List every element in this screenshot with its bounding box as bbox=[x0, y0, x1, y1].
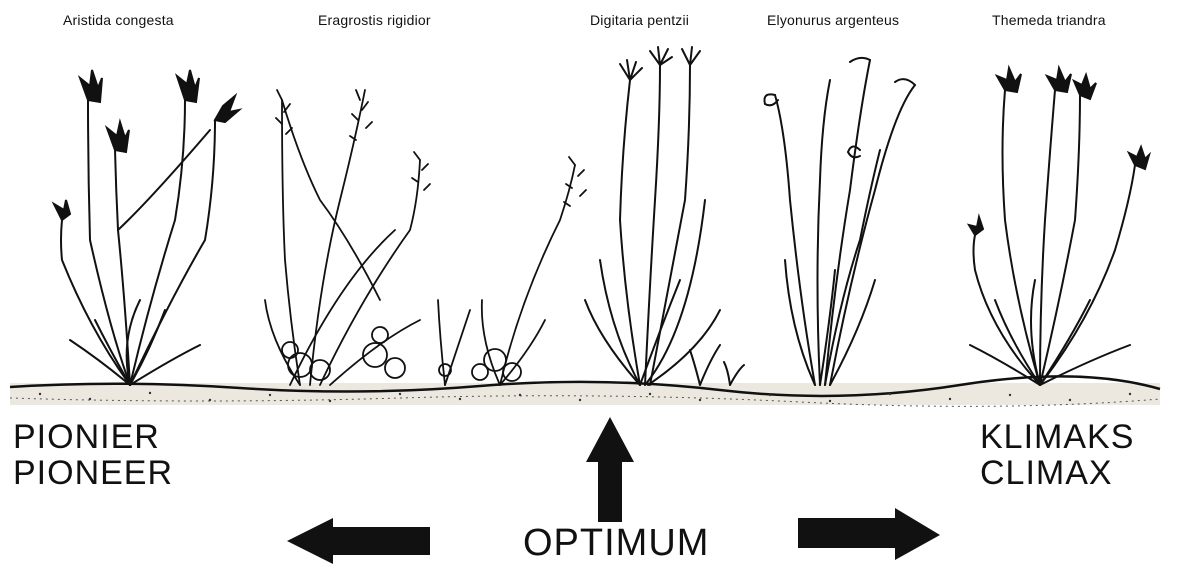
pioneer-line1: PIONIER bbox=[13, 419, 173, 455]
climax-label: KLIMAKS CLIMAX bbox=[980, 419, 1134, 491]
arrow-left-icon bbox=[287, 518, 430, 564]
ground bbox=[10, 376, 1160, 406]
grass-plant-icon bbox=[438, 157, 586, 385]
climax-line1: KLIMAKS bbox=[980, 419, 1134, 455]
arrow-right-icon bbox=[798, 508, 940, 560]
grass-plant-icon bbox=[54, 70, 239, 385]
optimum-label: OPTIMUM bbox=[523, 522, 709, 565]
grass-plant-icon bbox=[969, 68, 1149, 385]
grass-plant-icon bbox=[764, 58, 915, 385]
pioneer-line2: PIONEER bbox=[13, 455, 173, 491]
grass-plant-icon bbox=[585, 47, 744, 385]
pioneer-label: PIONIER PIONEER bbox=[13, 419, 173, 491]
grass-plant-icon bbox=[265, 90, 430, 385]
arrow-up-icon bbox=[586, 417, 634, 522]
climax-line2: CLIMAX bbox=[980, 455, 1134, 491]
